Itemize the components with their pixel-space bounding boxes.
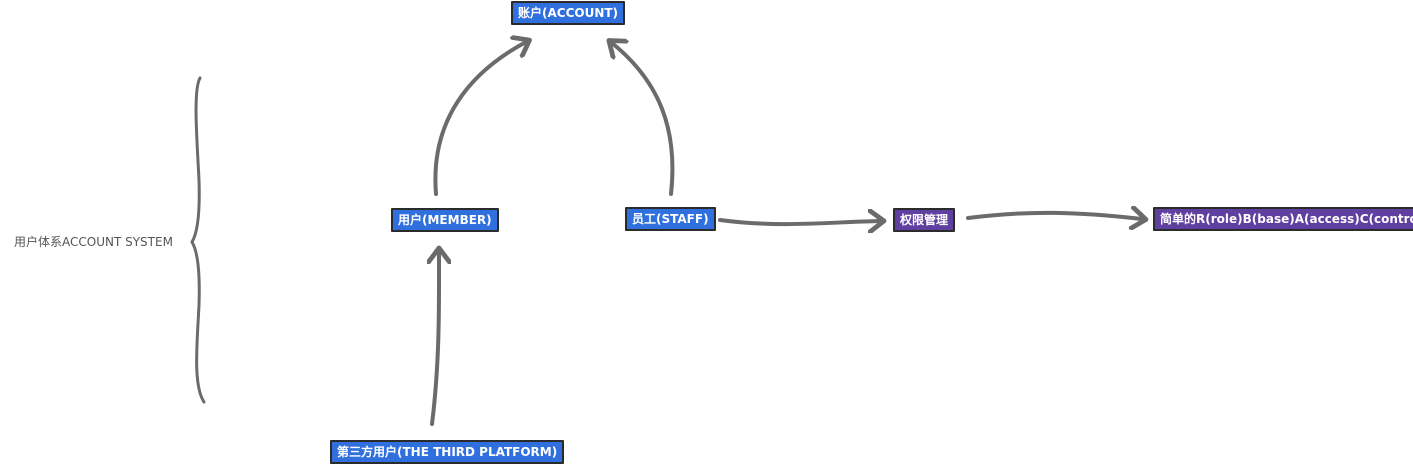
node-staff[interactable]: 员工(STAFF) <box>625 207 716 231</box>
system-brace <box>190 76 206 404</box>
node-permission-management[interactable]: 权限管理 <box>893 208 956 232</box>
node-third-platform[interactable]: 第三方用户(THE THIRD PLATFORM) <box>330 440 565 464</box>
node-rbac[interactable]: 简单的R(role)B(base)A(access)C(control) <box>1153 207 1413 231</box>
edge-member-to-account <box>433 42 526 196</box>
edge-staff-to-account <box>612 43 675 196</box>
root-topic-label[interactable]: 用户体系ACCOUNT SYSTEM <box>14 235 173 249</box>
node-account[interactable]: 账户(ACCOUNT) <box>511 1 626 25</box>
edge-third-platform-to-member <box>432 252 439 426</box>
node-member[interactable]: 用户(MEMBER) <box>391 208 499 232</box>
edge-staff-to-permission <box>718 220 880 224</box>
edge-permission-to-rbac <box>966 213 1142 219</box>
